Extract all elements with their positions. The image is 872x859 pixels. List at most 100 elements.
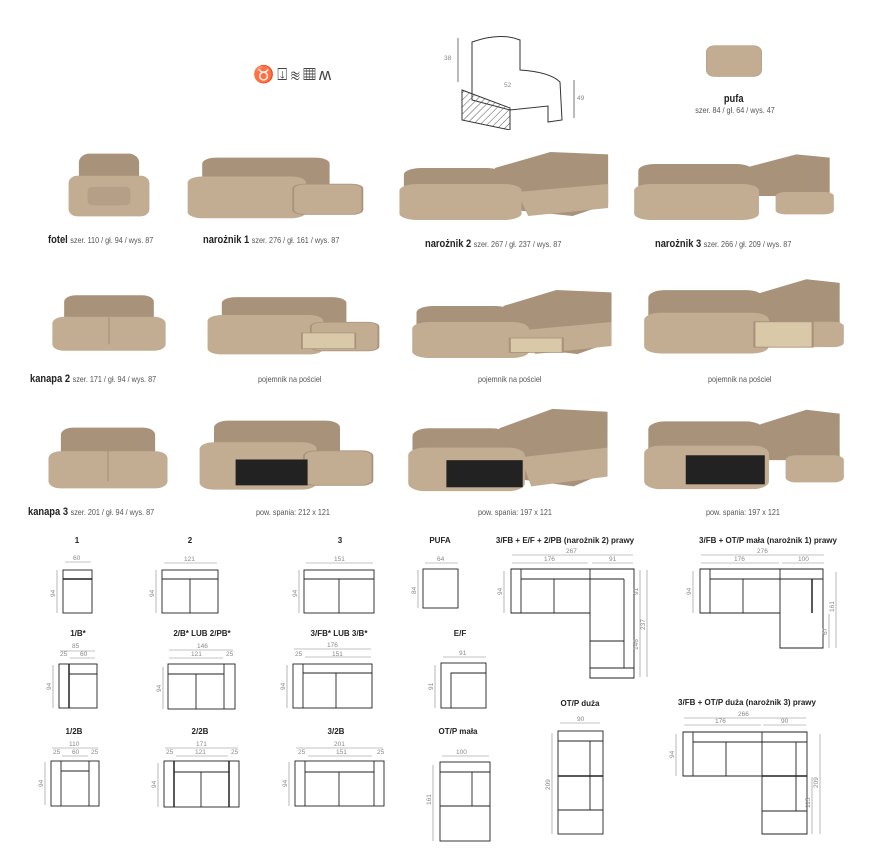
dim-label: 91: [428, 682, 435, 690]
dim-label: 121: [195, 749, 206, 756]
dim-label: 94: [686, 587, 693, 595]
pocket-spring-icon: ▦: [302, 65, 319, 84]
naroznik-3-bed-photo[interactable]: [640, 402, 848, 494]
dim-label: 25: [60, 651, 68, 658]
diagram-title: 2/B* LUB 2/PB*: [173, 629, 231, 638]
dim-label: 209: [545, 779, 552, 790]
dim-label: 110: [69, 741, 80, 748]
diagram-title: 3: [337, 536, 343, 545]
dim-label: 94: [38, 779, 45, 787]
diagram-title: 1/B*: [70, 629, 86, 638]
dim-label: 176: [715, 718, 726, 725]
dim-label: 176: [544, 556, 555, 563]
dim-label: 94: [669, 750, 676, 758]
dim-label: 94: [292, 589, 299, 597]
diagram-title: OT/P duża: [560, 699, 600, 708]
dim-label: 146: [197, 643, 208, 650]
dim-label: 94: [497, 587, 504, 595]
naroznik-1-storage-photo[interactable]: [204, 290, 382, 358]
diagram-title: 3/FB* LUB 3/B*: [310, 629, 368, 638]
dim-label: 94: [151, 780, 158, 788]
feature-icons: ♉⍗≋▦ʍ: [253, 65, 334, 85]
pufa-photo[interactable]: [704, 42, 764, 84]
storage-note-1: pojemnik na pościel: [258, 374, 322, 384]
sleep-area-2: pow. spania: 197 x 121: [478, 507, 552, 517]
diagram-title: E/F: [453, 629, 467, 638]
diagram-title: 2: [187, 536, 193, 545]
dim-label: 60: [72, 749, 80, 756]
dim-label: 60: [80, 651, 88, 658]
dim-label: 94: [280, 682, 287, 690]
dim-label: 201: [334, 741, 345, 748]
dim-label: 237: [640, 619, 647, 630]
kanapa-2-photo[interactable]: [50, 292, 168, 354]
seat-depth-label: 52: [504, 82, 512, 89]
dim-label: 60: [73, 555, 81, 562]
dim-label: 25: [166, 749, 174, 756]
seat-cross-section-drawing: 38 52 49: [444, 36, 585, 130]
naroznik-1-bed-photo[interactable]: [196, 412, 376, 494]
dim-label: 84: [411, 586, 418, 594]
diagram-title: 2/2B: [191, 727, 209, 736]
dim-label: 100: [798, 556, 809, 563]
foam-layers-icon: ≋: [290, 65, 303, 84]
naroznik-2-photo[interactable]: [395, 148, 617, 224]
diagram-title: 1: [74, 536, 80, 545]
dim-label: 266: [738, 711, 749, 718]
naroznik-2-storage-photo[interactable]: [408, 286, 620, 362]
dim-label: 91: [459, 650, 467, 657]
dim-label: 64: [437, 556, 445, 563]
dim-label: 91: [633, 587, 640, 595]
dim-label: 267: [566, 548, 577, 555]
dim-label: 25: [298, 749, 306, 756]
dim-label: 171: [196, 741, 207, 748]
kanapa-3-photo[interactable]: [46, 424, 170, 492]
dim-label: 115: [805, 797, 812, 808]
dim-label: 85: [72, 643, 80, 650]
dim-label: 94: [46, 682, 53, 690]
dim-label: 161: [829, 601, 836, 612]
dim-label: 25: [226, 651, 234, 658]
dim-label: 100: [456, 749, 467, 756]
dim-label: 209: [813, 777, 820, 788]
dim-label: 94: [282, 779, 289, 787]
diagram-title: 3/FB + OT/P duża (narożnik 3) prawy: [678, 698, 816, 707]
storage-note-3: pojemnik na pościel: [708, 374, 772, 384]
dim-label: 276: [757, 548, 768, 555]
dim-label: 161: [426, 794, 433, 805]
dim-label: 151: [336, 749, 347, 756]
dim-label: 25: [53, 749, 61, 756]
leather-icon: ♉: [253, 65, 278, 84]
fotel-photo[interactable]: [66, 150, 152, 220]
dim-label: 25: [91, 749, 99, 756]
naroznik-3-storage-photo[interactable]: [640, 272, 848, 358]
diagram-title: 3/FB + E/F + 2/PB (narożnik 2) prawy: [495, 536, 635, 545]
back-height-label: 38: [444, 55, 452, 62]
wavy-spring-icon: ʍ: [318, 65, 335, 84]
dim-label: 94: [50, 589, 57, 597]
dim-label: 94: [149, 589, 156, 597]
sleep-area-1: pow. spania: 212 x 121: [256, 507, 330, 517]
dim-label: 121: [191, 651, 202, 658]
naroznik-1-photo[interactable]: [184, 150, 366, 222]
diagram-title: 3/FB + OT/P mała (narożnik 1) prawy: [699, 536, 837, 545]
dim-label: 176: [327, 642, 338, 649]
naroznik-2-bed-photo[interactable]: [404, 404, 616, 496]
diagram-title: OT/P mała: [438, 727, 478, 736]
dim-label: 67: [822, 627, 829, 635]
dim-label: 94: [156, 684, 163, 692]
naroznik-3-photo[interactable]: [630, 148, 838, 224]
dim-label: 121: [184, 556, 195, 563]
dim-label: 91: [609, 556, 617, 563]
seat-height-label: 49: [577, 95, 585, 102]
dim-label: 25: [377, 749, 385, 756]
diagram-title: PUFA: [429, 536, 451, 545]
dim-label: 146: [633, 639, 640, 650]
storage-note-2: pojemnik na pościel: [478, 374, 542, 384]
